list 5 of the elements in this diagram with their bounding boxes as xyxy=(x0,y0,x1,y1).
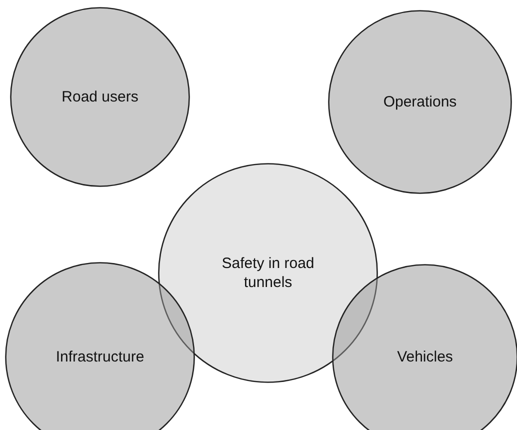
topic-label: Vehicles xyxy=(396,348,454,366)
topic-label: Road users xyxy=(60,88,140,106)
topic-label: Infrastructure xyxy=(54,348,146,366)
topic-label: Operations xyxy=(382,92,458,112)
central-label: Safety in road tunnels xyxy=(220,254,316,292)
